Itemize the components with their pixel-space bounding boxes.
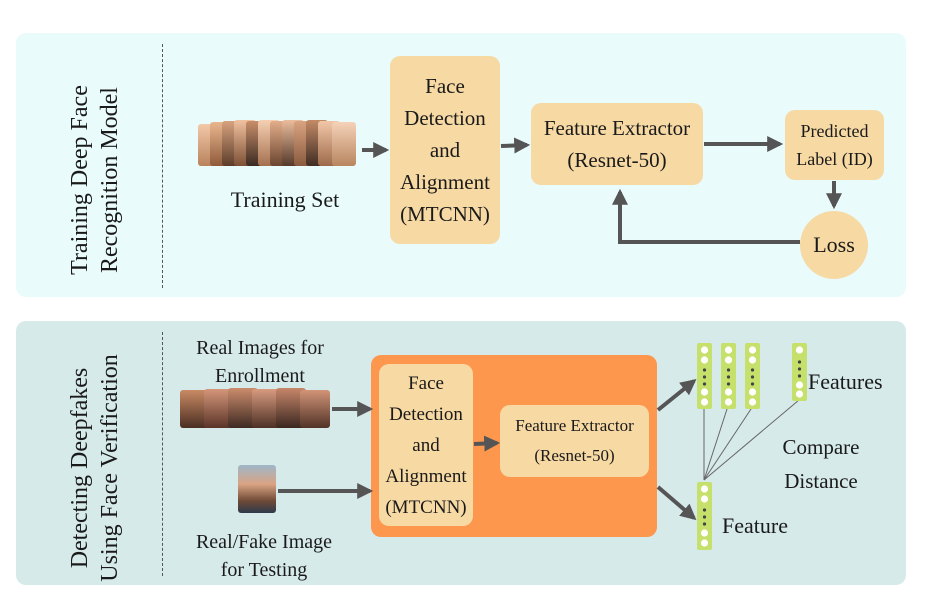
feature-vectors [697, 343, 807, 550]
feature-vector-icon [697, 482, 712, 550]
bottom-divider [162, 332, 163, 576]
feature-vector-icon [697, 343, 712, 409]
enrollment-label: Real Images for Enrollment [196, 337, 324, 387]
feature-vector-icon [721, 343, 736, 409]
training-set-label: Training Set [230, 187, 340, 212]
arrow [656, 378, 697, 412]
feature-vector-icon [792, 343, 807, 401]
compare-lines [703, 399, 800, 481]
loss-node: Loss [800, 211, 868, 279]
feature-extractor-box: Feature Extractor(Resnet-50) [500, 405, 649, 477]
feature-vector-icon [745, 343, 760, 409]
features-label: Features [808, 369, 883, 394]
training-images-stack [198, 120, 360, 170]
feature-extractor-box: Feature Extractor(Resnet-50) [531, 103, 703, 185]
compare-distance-label: Compare Distance [782, 435, 860, 493]
arrow [656, 485, 697, 521]
arrow [500, 137, 531, 154]
face-image-stack-icon [300, 390, 330, 428]
face-image-stack-icon [332, 122, 356, 166]
enrollment-images-stack [180, 388, 330, 432]
feature-label: Feature [722, 513, 788, 538]
loss-feedback-arrow [612, 188, 800, 244]
face-photo-icon [238, 465, 276, 513]
top-divider [162, 44, 163, 288]
testing-label: Real/Fake Image for Testing [195, 531, 333, 581]
arrow [473, 435, 501, 452]
